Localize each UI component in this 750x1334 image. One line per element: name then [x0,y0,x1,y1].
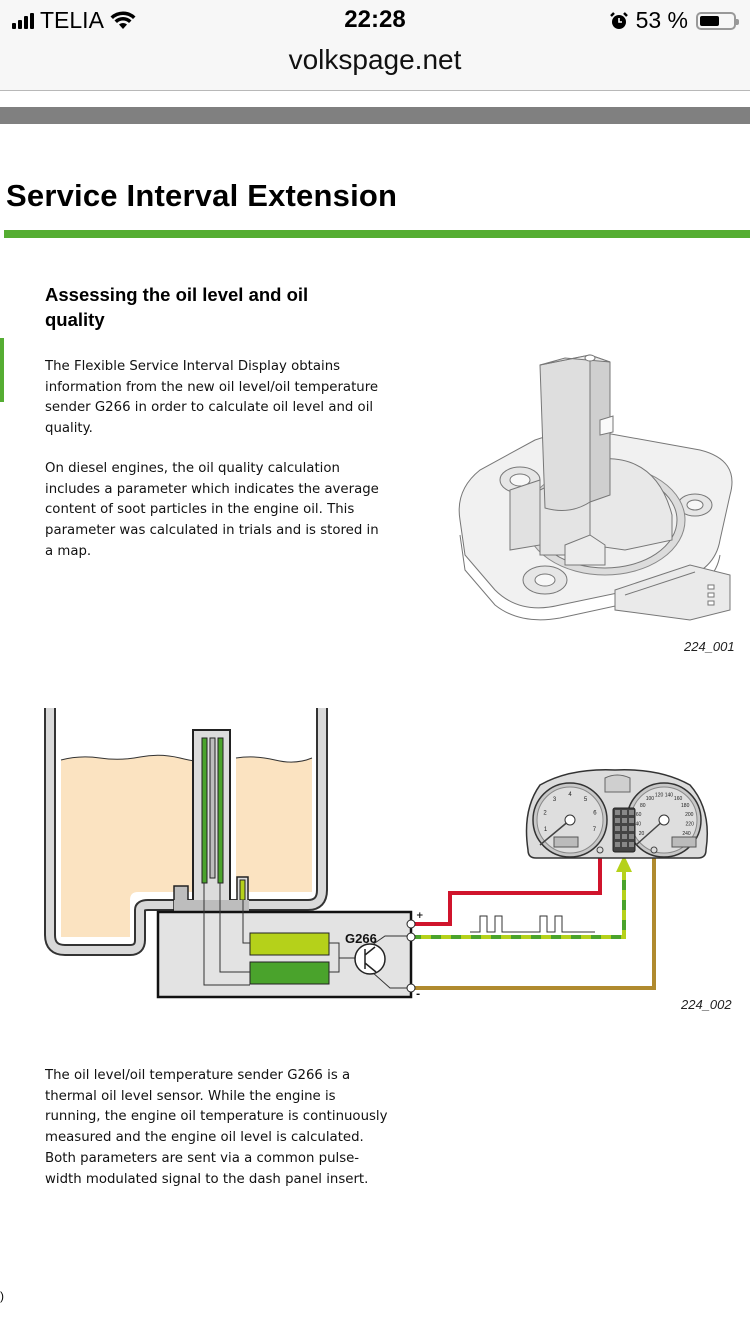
status-bar: TELIA 22:28 53 % [0,0,750,40]
component-label-g266: G266 [345,931,377,946]
gauge-label: 120 [655,793,664,799]
page-header-bar [0,107,750,124]
gauge-label: 140 [665,793,674,799]
battery-percent: 53 % [635,7,688,33]
wifi-icon [110,10,136,29]
oil-fill [61,755,200,937]
gauge-label: 220 [686,822,695,828]
paragraph-1: The Flexible Service Interval Display ob… [45,359,379,437]
figure-caption-2: 224_002 [681,997,732,1012]
page-edge-fragment: ) [0,1289,4,1303]
url-text[interactable]: volkspage.net [288,44,462,75]
transistor-symbol [354,943,386,975]
gauge-label: 6 [593,811,597,817]
gauge-label: 1 [544,827,548,833]
address-bar[interactable]: volkspage.net [0,40,750,91]
gauge-label: 200 [685,812,694,818]
gauge-label: 100 [646,796,655,802]
oil-pan [44,708,328,956]
section-heading: Assessing the oil level and oil quality [45,284,309,330]
gauge-label: 7 [593,827,597,833]
gauge-label: 4 [568,792,572,798]
gauge-label: 240 [682,831,691,837]
gauge-label: 80 [640,803,646,809]
paragraph-3: The oil level/oil temperature sender G26… [45,1068,388,1187]
paragraph-2: On diesel engines, the oil quality calcu… [45,461,379,559]
alarm-clock-icon [609,11,628,29]
clock: 22:28 [344,6,406,33]
page-title: Service Interval Extension [6,178,398,213]
side-tab-marker [0,338,4,402]
gauge-label: 5 [584,797,588,803]
gauge-label: 180 [681,803,690,809]
title-divider [4,230,750,238]
gauge-label: 20 [639,831,645,837]
plus-label: + [416,911,424,921]
minus-label: - [416,989,420,1000]
signal-bars-icon [12,12,34,29]
gauge-label: 2 [543,811,547,817]
dash-panel-insert [525,769,709,859]
battery-icon [696,11,739,30]
gauge-label: 160 [674,796,683,802]
gauge-label: 60 [636,812,642,818]
gauge-label: 3 [553,797,557,803]
carrier-name: TELIA [40,7,104,33]
oil-sensor-illustration [458,354,733,621]
figure-caption-1: 224_001 [684,639,735,654]
gauge-label: 40 [636,822,642,828]
